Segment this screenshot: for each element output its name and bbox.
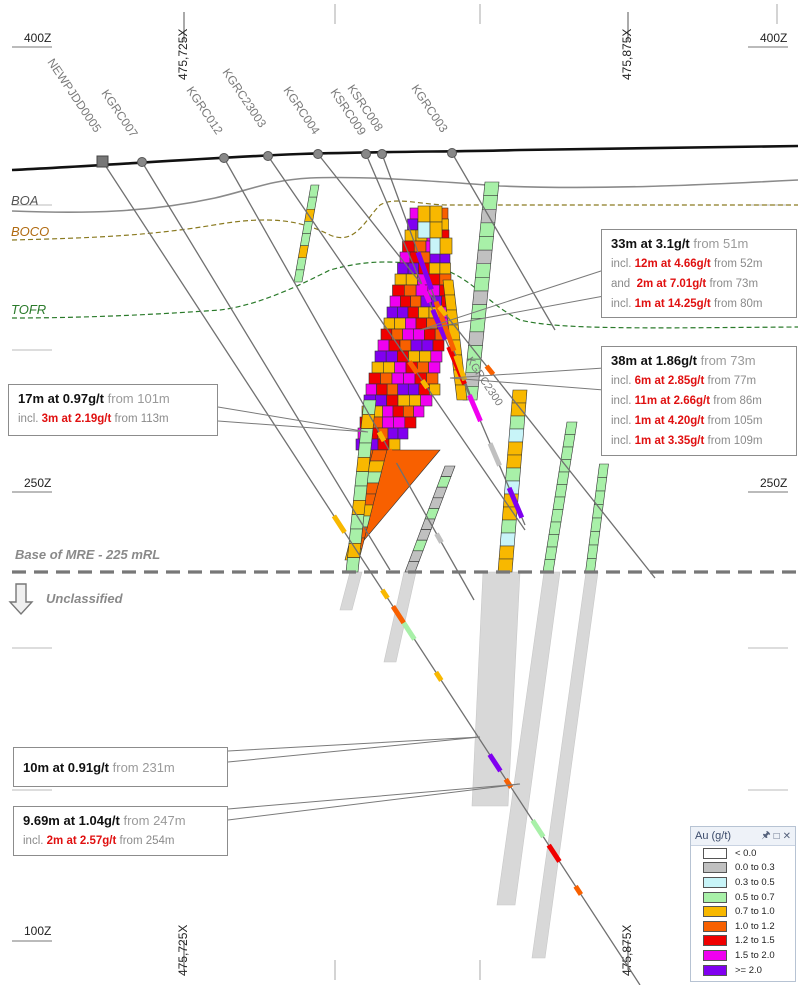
elev-label-bot-left: 100Z	[24, 924, 51, 938]
maximize-icon[interactable]: □	[773, 830, 780, 842]
callout-newpjdd0005-lower: 9.69m at 1.04g/t from 247m incl. 2m at 2…	[13, 806, 228, 856]
drill-hole-trace	[223, 157, 475, 601]
hole-label: KGRC003	[409, 82, 451, 135]
legend-label: < 0.0	[735, 847, 757, 859]
hole-label: KGRC23003	[220, 66, 270, 131]
easting-labels: 475,725X 475,875X 475,725X 475,875X	[176, 29, 634, 976]
legend-label: 1.5 to 2.0	[735, 949, 775, 961]
legend-label: 0.5 to 0.7	[735, 891, 775, 903]
legend-swatch	[703, 935, 727, 947]
legend-item: 0.5 to 0.7	[691, 890, 795, 905]
hole-label: NEWPJDD0005	[45, 56, 105, 135]
callout-ksrc009: 38m at 1.86g/t from 73m incl. 6m at 2.85…	[601, 346, 797, 456]
legend-item: 1.0 to 1.2	[691, 919, 795, 934]
elev-label-top-right: 400Z	[760, 31, 787, 45]
legend-label: 1.0 to 1.2	[735, 920, 775, 932]
legend-rows: < 0.0 0.0 to 0.3 0.3 to 0.5 0.5 to 0.7 0.7 t…	[691, 846, 795, 977]
easting-label-top-left: 475,725X	[176, 29, 190, 80]
drill-hole-trace	[267, 155, 526, 531]
legend-item: < 0.0	[691, 846, 795, 861]
legend-swatch	[703, 876, 727, 888]
mre-base-label: Base of MRE - 225 mRL	[15, 547, 160, 562]
hole-label: KGRC012	[184, 84, 226, 137]
tofr-contact	[11, 261, 798, 329]
elev-label-mid-left: 250Z	[24, 476, 51, 490]
boco-label: BOCO	[11, 224, 49, 239]
pin-icon[interactable]: 🖈	[761, 829, 771, 841]
assay-intervals	[331, 251, 584, 896]
boa-contact	[11, 176, 798, 214]
elev-label-top-left: 400Z	[24, 31, 51, 45]
drill-hole-trace	[451, 152, 556, 331]
callout-kgrc012: 17m at 0.97g/t from 101m incl. 3m at 2.1…	[8, 384, 218, 436]
boa-label: BOA	[11, 193, 38, 208]
legend-item: 1.5 to 2.0	[691, 948, 795, 963]
elevation-labels: 400Z 400Z 250Z 250Z 100Z	[24, 31, 787, 938]
legend-swatch	[703, 906, 727, 918]
callout-newpjdd0005-upper: 10m at 0.91g/t from 231m	[13, 747, 228, 787]
legend-label: 0.7 to 1.0	[735, 906, 775, 918]
lode-wireframes	[293, 181, 609, 573]
unclassified-label: Unclassified	[46, 591, 124, 606]
legend-item: >= 2.0	[691, 963, 795, 978]
legend-label: >= 2.0	[735, 964, 762, 976]
legend-item: 0.7 to 1.0	[691, 904, 795, 919]
legend-header: Au (g/t) 🖈 □ ✕	[691, 827, 795, 846]
easting-label-bot-right: 475,875X	[620, 925, 634, 976]
close-icon[interactable]: ✕	[782, 830, 791, 842]
callout-ksrc008: 33m at 3.1g/t from 51m incl. 12m at 4.66…	[601, 229, 797, 318]
tofr-label: TOFR	[11, 302, 46, 317]
hole-label: KGRC007	[99, 87, 141, 140]
boco-contact	[11, 200, 798, 241]
legend-label: 0.3 to 0.5	[735, 876, 775, 888]
legend-item: 0.0 to 0.3	[691, 861, 795, 876]
geology-unit-labels: BOA BOCO TOFR	[11, 193, 49, 317]
elev-label-mid-right: 250Z	[760, 476, 787, 490]
legend-label: 0.0 to 0.3	[735, 862, 775, 874]
unclassified-extensions	[339, 571, 599, 959]
legend-item: 1.2 to 1.5	[691, 934, 795, 949]
legend-swatch	[703, 920, 727, 932]
callout-main-from: from 51m	[693, 236, 749, 251]
legend-item: 0.3 to 0.5	[691, 875, 795, 890]
legend-swatch	[703, 949, 727, 961]
easting-label-bot-left: 475,725X	[176, 925, 190, 976]
legend-swatch	[703, 862, 727, 874]
callout-main-value: 33m at 3.1g/t	[611, 236, 690, 251]
topography	[11, 144, 798, 172]
legend-panel: Au (g/t) 🖈 □ ✕ < 0.0 0.0 to 0.3 0.3 to 0.5…	[690, 826, 796, 982]
down-arrow-icon	[8, 583, 34, 616]
legend-label: 1.2 to 1.5	[735, 935, 775, 947]
legend-swatch	[703, 847, 727, 859]
easting-label-top-right: 475,875X	[620, 29, 634, 80]
callout-leaders	[217, 269, 605, 821]
legend-title: Au (g/t)	[695, 830, 732, 842]
legend-swatch	[703, 964, 727, 976]
legend-swatch	[703, 891, 727, 903]
drill-hole-traces	[96, 148, 656, 985]
drill-hole-trace	[141, 161, 391, 571]
hole-label: KGRC004	[281, 84, 323, 137]
